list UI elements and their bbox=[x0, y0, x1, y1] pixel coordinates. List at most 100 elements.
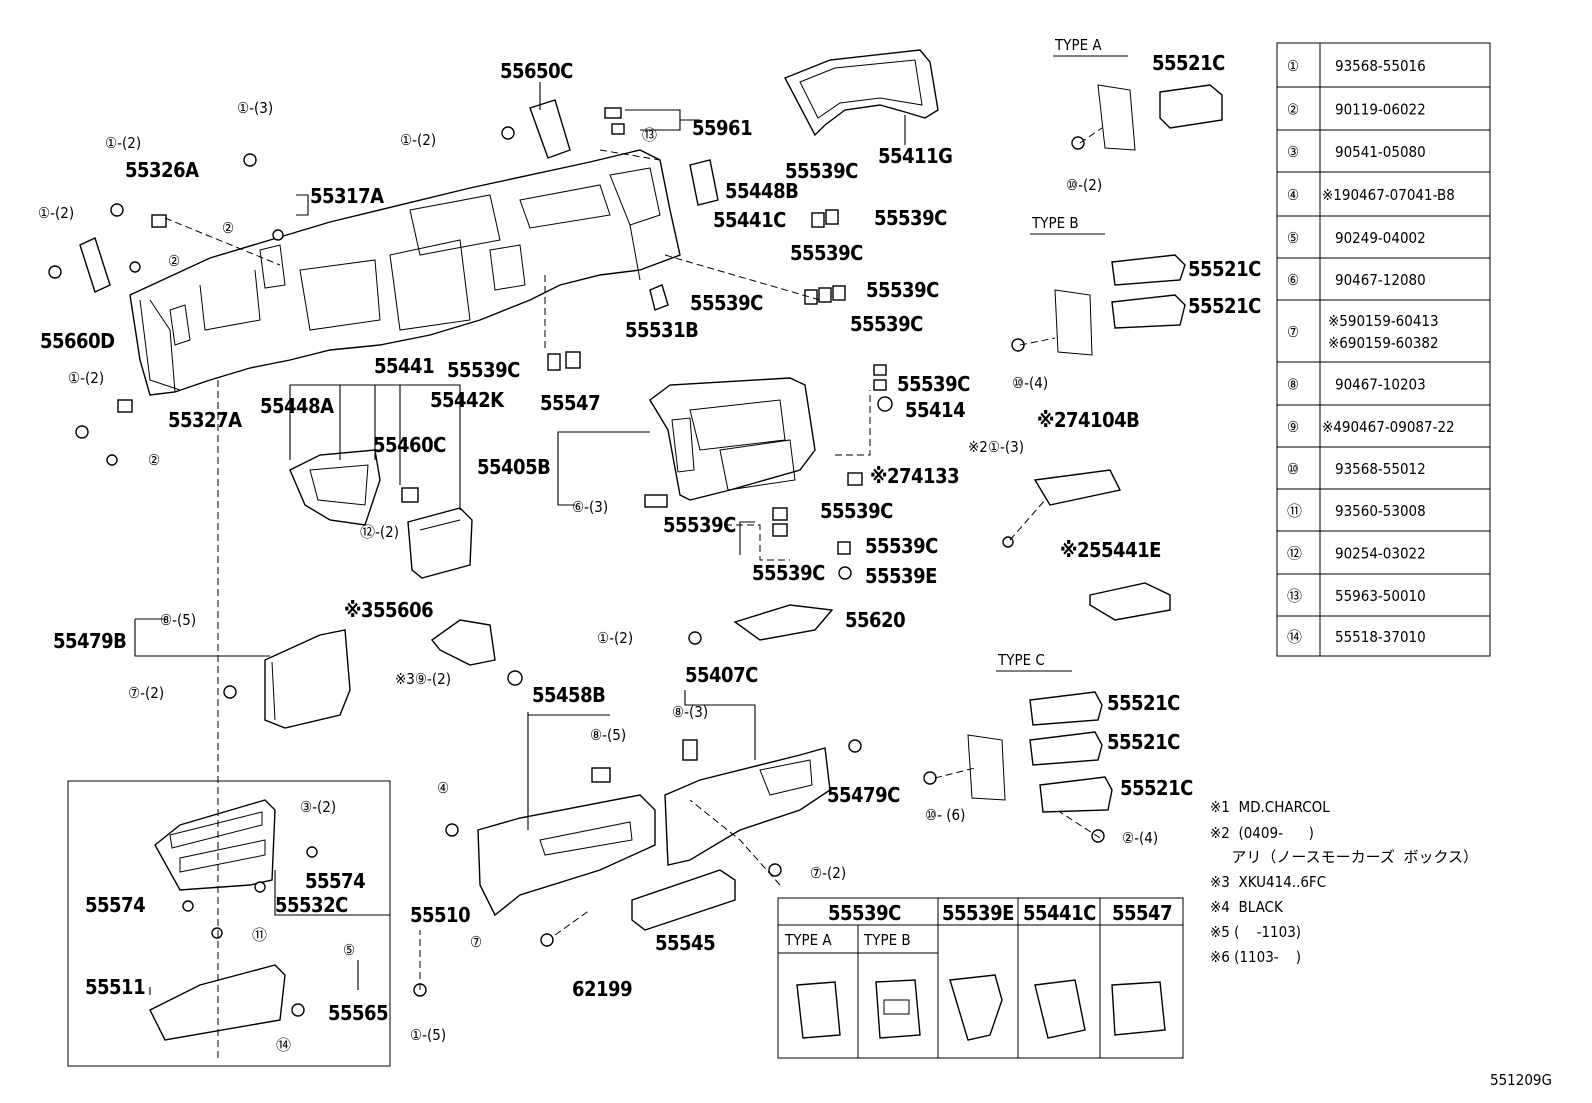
parts-table-no: ⑪ bbox=[1287, 502, 1302, 520]
ref-9-2: ※3⑨-(2) bbox=[395, 670, 451, 688]
ref-8-5-b: ⑧-(5) bbox=[590, 726, 626, 744]
center-cluster bbox=[649, 377, 816, 501]
note-line: ※1 MD.CHARCOL bbox=[1210, 798, 1330, 816]
label-55441C: 55441C bbox=[713, 208, 786, 232]
parts-table-no: ⑭ bbox=[1287, 628, 1302, 646]
diagram-code: 551209G bbox=[1490, 1071, 1552, 1089]
label-55574-2: 55574 bbox=[85, 893, 145, 917]
label-55574-1: 55574 bbox=[305, 869, 365, 893]
label-55521C-6: 55521C bbox=[1120, 776, 1193, 800]
label-55521C-3: 55521C bbox=[1188, 294, 1261, 318]
parts-table-no: ④ bbox=[1287, 186, 1299, 204]
label-55539C-12: 55539C bbox=[752, 561, 825, 585]
parts-table-part: 90541-05080 bbox=[1335, 143, 1426, 161]
parts-table-no: ⑤ bbox=[1287, 229, 1299, 247]
label-55539C-1: 55539C bbox=[785, 159, 858, 183]
label-55565: 55565 bbox=[328, 1001, 388, 1025]
parts-table-part: 90119-06022 bbox=[1335, 101, 1426, 119]
ref-1-2-e: ①-(2) bbox=[597, 629, 633, 647]
ref-12-2: ⑫-(2) bbox=[360, 523, 399, 541]
ref-10-2: ⑩-(2) bbox=[1066, 176, 1102, 194]
note-line: ※4 BLACK bbox=[1210, 898, 1284, 916]
parts-table-frame bbox=[1276, 42, 1491, 657]
type-headings: TYPE A TYPE B TYPE C bbox=[996, 36, 1128, 672]
label-55317A: 55317A bbox=[310, 184, 384, 208]
parts-table-part: 90467-12080 bbox=[1335, 271, 1426, 289]
label-74133: ※274133 bbox=[870, 464, 959, 488]
parts-table-part: ※590159-60413 bbox=[1328, 312, 1439, 330]
label-55531B: 55531B bbox=[625, 318, 698, 342]
instrument-panel bbox=[129, 149, 681, 396]
label-55448B: 55448B bbox=[725, 179, 798, 203]
label-55547: 55547 bbox=[540, 391, 600, 415]
lower-panel-left bbox=[477, 794, 656, 917]
parts-table-no: ⑬ bbox=[1287, 587, 1302, 605]
parts-table-no: ⑨ bbox=[1287, 418, 1299, 436]
upper-box bbox=[289, 449, 381, 526]
glove-door-left bbox=[264, 629, 351, 729]
ref-5: ⑤ bbox=[343, 941, 355, 959]
label-55539C-6: 55539C bbox=[850, 312, 923, 336]
label-55539C-7: 55539C bbox=[447, 358, 520, 382]
inset-frame bbox=[67, 780, 391, 1067]
ref-3-2: ③-(2) bbox=[300, 798, 336, 816]
box-lid bbox=[407, 507, 473, 579]
label-55539C-5: 55539C bbox=[866, 278, 939, 302]
label-55539C-8: 55539C bbox=[897, 372, 970, 396]
parts-table-part: ※490467-09087-22 bbox=[1322, 418, 1455, 436]
fasteners bbox=[48, 126, 1105, 1017]
parts-table-no: ⑥ bbox=[1287, 271, 1299, 289]
label-55539C-9: 55539C bbox=[820, 499, 893, 523]
ref-1-2-c: ①-(2) bbox=[38, 204, 74, 222]
parts-table-no: ② bbox=[1287, 101, 1299, 119]
label-55521C-4: 55521C bbox=[1107, 691, 1180, 715]
parts-table-no: ① bbox=[1287, 57, 1299, 75]
box-55510 bbox=[154, 799, 276, 891]
label-55479B: 55479B bbox=[53, 629, 126, 653]
label-62199: 62199 bbox=[572, 977, 632, 1001]
label-55479C: 55479C bbox=[827, 783, 900, 807]
parts-table-no: ③ bbox=[1287, 143, 1299, 161]
label-55620: 55620 bbox=[845, 608, 905, 632]
label-55460C: 55460C bbox=[373, 433, 446, 457]
switch-covers bbox=[117, 107, 887, 783]
note-line: アリ（ノースモーカーズ ボックス） bbox=[1210, 848, 1478, 866]
ref-2-a: ② bbox=[222, 219, 234, 237]
label-55539C-3: 55539C bbox=[790, 241, 863, 265]
parts-table-part: 93568-55012 bbox=[1335, 460, 1426, 478]
label-55511: 55511 bbox=[85, 975, 145, 999]
parts-table-part: 93568-55016 bbox=[1335, 57, 1426, 75]
part-labels: 55650C 55961 55411G 55326A 55317A 55660D… bbox=[40, 51, 1262, 1025]
ref-2-b: ② bbox=[168, 252, 180, 270]
label-74104B: ※274104B bbox=[1037, 408, 1139, 432]
legend-h3: 55441C bbox=[1023, 901, 1096, 925]
label-55405B: 55405B bbox=[477, 455, 550, 479]
label-55539C-10: 55539C bbox=[663, 513, 736, 537]
ref-1-2-a: ①-(2) bbox=[105, 134, 141, 152]
legend-h2: 55539E bbox=[942, 901, 1014, 925]
ref-8-3: ⑧-(3) bbox=[672, 703, 708, 721]
ref-7-b: ⑦ bbox=[470, 933, 482, 951]
ref-10-6: ⑩- (6) bbox=[925, 806, 965, 824]
parts-table-part: 93560-53008 bbox=[1335, 502, 1426, 520]
type-a-heading: TYPE A bbox=[1054, 36, 1102, 54]
label-55521C-5: 55521C bbox=[1107, 730, 1180, 754]
parts-table-part: 55518-37010 bbox=[1335, 628, 1426, 646]
note-line: ※6 (1103- ) bbox=[1210, 948, 1301, 966]
parts-table-part: ※690159-60382 bbox=[1328, 334, 1439, 352]
panel-55545 bbox=[631, 869, 736, 931]
leader-lines bbox=[134, 82, 906, 995]
label-55510: 55510 bbox=[410, 903, 470, 927]
ref-2-4: ②-(4) bbox=[1122, 829, 1158, 847]
parts-table-part: 90249-04002 bbox=[1335, 229, 1426, 247]
ref-1-3-b: ※2①-(3) bbox=[968, 438, 1024, 456]
type-a-parts bbox=[1097, 84, 1223, 151]
notes: ※1 MD.CHARCOL※2 (0409- ) アリ（ノースモーカーズ ボック… bbox=[1210, 798, 1478, 966]
label-55414: 55414 bbox=[905, 398, 965, 422]
label-55539C-4: 55539C bbox=[690, 291, 763, 315]
ref-callouts: ①-(3) ①-(2) ①-(2) ①-(2) ② ② ⑬ ①-(2) ② ⑥-… bbox=[38, 99, 1158, 1054]
assembly-lines bbox=[164, 127, 1103, 1060]
label-55441E: ※255441E bbox=[1060, 538, 1161, 562]
label-55961: 55961 bbox=[692, 116, 752, 140]
box-55441e bbox=[1089, 582, 1171, 621]
